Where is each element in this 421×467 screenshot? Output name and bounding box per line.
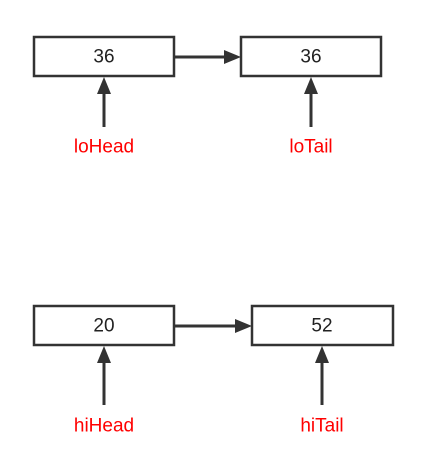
lo-node-1: 36 bbox=[32, 35, 176, 78]
lo-head-pointer: loHead bbox=[74, 77, 134, 158]
lo-node-2: 36 bbox=[239, 35, 383, 78]
hi-list: 20 52 hiHead hiTail bbox=[32, 304, 395, 437]
hi-head-label: hiHead bbox=[74, 416, 134, 437]
lo-tail-pointer: loTail bbox=[289, 77, 333, 158]
lo-node-1-value: 36 bbox=[93, 47, 114, 68]
hi-node-2: 52 bbox=[250, 304, 395, 347]
lo-tail-label: loTail bbox=[289, 137, 332, 158]
lo-tail-arrowhead bbox=[304, 77, 318, 94]
hi-node-1-box bbox=[32, 304, 176, 347]
hi-head-arrowhead bbox=[97, 346, 111, 363]
lo-next-arrow bbox=[174, 50, 241, 64]
lo-head-arrowhead bbox=[97, 77, 111, 94]
hi-tail-label: hiTail bbox=[300, 416, 343, 437]
lo-list: 36 36 loHead loTail bbox=[32, 35, 383, 158]
hi-head-pointer: hiHead bbox=[74, 346, 134, 437]
hi-tail-pointer: hiTail bbox=[300, 346, 344, 437]
lo-node-1-box bbox=[32, 35, 176, 78]
hi-node-2-value: 52 bbox=[311, 316, 332, 337]
hi-node-1: 20 bbox=[32, 304, 176, 347]
hi-next-arrow bbox=[174, 319, 252, 333]
hi-node-1-value: 20 bbox=[93, 316, 114, 337]
lo-head-label: loHead bbox=[74, 137, 134, 158]
hi-node-2-box bbox=[250, 304, 395, 347]
lo-next-arrowhead bbox=[224, 50, 241, 64]
lo-node-2-value: 36 bbox=[300, 47, 321, 68]
hi-tail-arrowhead bbox=[315, 346, 329, 363]
hi-next-arrowhead bbox=[235, 319, 252, 333]
lo-node-2-box bbox=[239, 35, 383, 78]
